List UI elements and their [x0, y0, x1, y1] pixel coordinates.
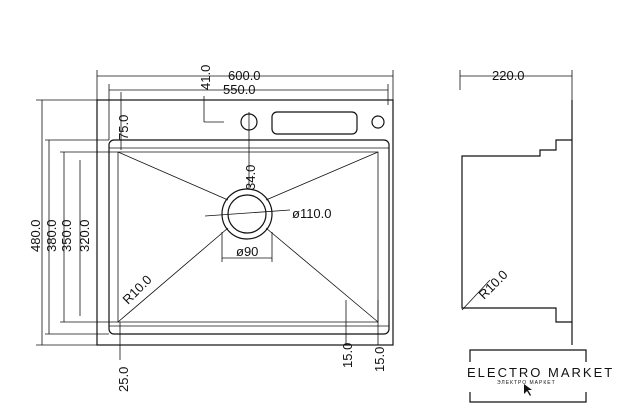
dim-25: 25.0 — [116, 367, 131, 392]
electro-market-logo: ELECTRO MARKET ЭЛЕКТРО МАРКЕТ — [467, 349, 614, 403]
dim-480: 480.0 — [28, 219, 43, 252]
dim-75: 75.0 — [116, 115, 131, 140]
dim-drain-outer: ø110.0 — [292, 206, 332, 221]
dim-600: 600.0 — [228, 68, 261, 83]
front-view: 600.0 550.0 41.0 75.0 34.0 ø110.0 ø90 48… — [28, 65, 394, 392]
dim-550: 550.0 — [223, 82, 256, 97]
cursor-icon — [524, 384, 532, 396]
dim-41: 41.0 — [198, 65, 213, 90]
dim-drain-inner: ø90 — [236, 244, 258, 259]
dim-r10-side: R10.0 — [476, 267, 511, 302]
soap-hole — [371, 115, 385, 129]
dim-r10-front: R10.0 — [120, 272, 155, 307]
drain-outer — [221, 188, 273, 240]
svg-text:ЭЛЕКТРО МАРКЕТ: ЭЛЕКТРО МАРКЕТ — [497, 380, 556, 386]
dim-34: 34.0 — [243, 165, 258, 190]
dim-320: 320.0 — [77, 219, 92, 252]
dim-15a: 15.0 — [340, 343, 355, 368]
dim-220: 220.0 — [492, 68, 525, 83]
accessory-slot — [271, 111, 358, 135]
side-view: 220.0 R10.0 — [459, 68, 573, 345]
dim-350: 350.0 — [59, 219, 74, 252]
dim-15b: 15.0 — [372, 347, 387, 372]
svg-text:ELECTRO MARKET: ELECTRO MARKET — [467, 365, 614, 380]
dim-380: 380.0 — [44, 219, 59, 252]
